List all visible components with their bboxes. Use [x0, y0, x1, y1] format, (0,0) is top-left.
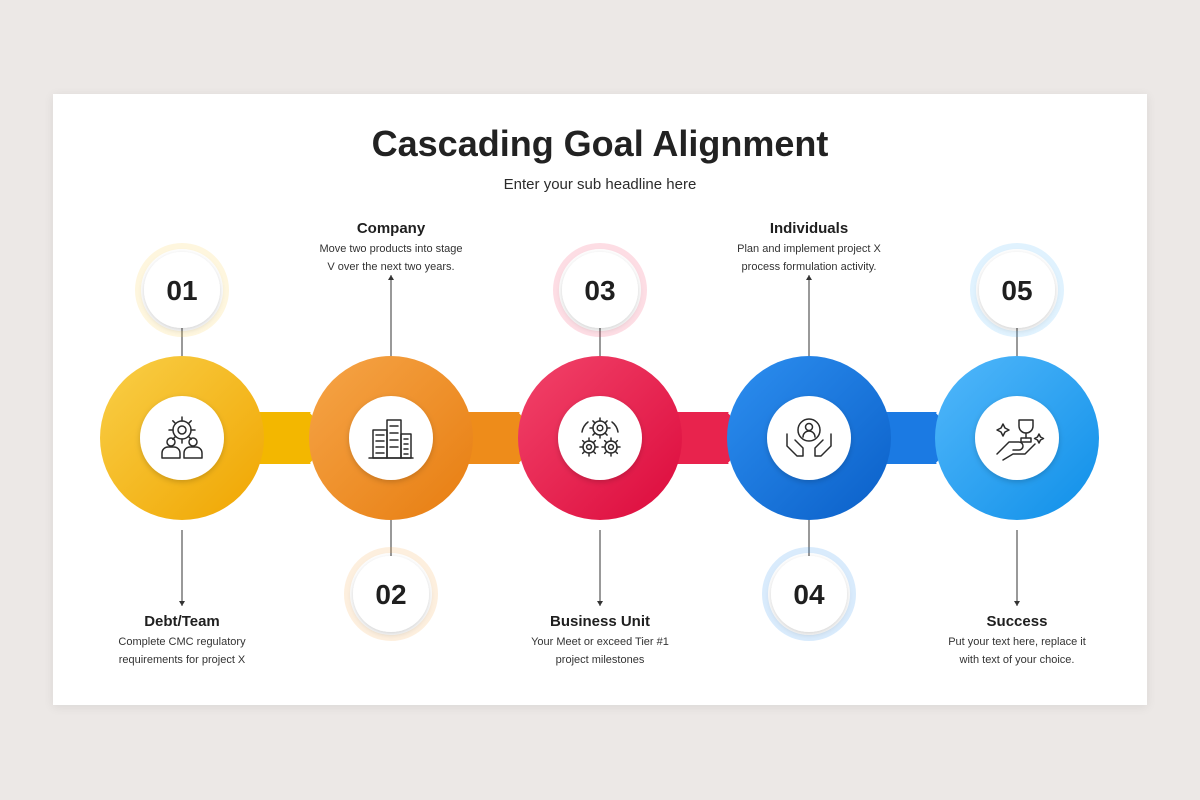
- cascade-diagram: Cascading Goal Alignment Enter your sub …: [100, 123, 1099, 666]
- step-description-line-1: Plan and implement project X: [737, 243, 881, 255]
- arrowhead-down: [179, 601, 185, 606]
- step-number: 03: [584, 275, 615, 306]
- icon-holder: [767, 396, 851, 480]
- step-label: Success: [987, 613, 1048, 630]
- icon-holder: [140, 396, 224, 480]
- arrowhead-down: [1014, 601, 1020, 606]
- step-description-line-2: with text of your choice.: [959, 654, 1075, 666]
- gears-icon: [579, 417, 621, 457]
- team-gear-icon: [161, 416, 203, 459]
- number-badge: [353, 556, 429, 632]
- arrowhead-down: [597, 601, 603, 606]
- step-description-line-2: requirements for project X: [119, 654, 246, 666]
- step-description-line-2: process formulation activity.: [742, 261, 877, 273]
- number-badge: [562, 252, 638, 328]
- step-description-line-1: Complete CMC regulatory: [118, 636, 246, 648]
- buildings-icon: [368, 419, 414, 459]
- step-number: 04: [793, 579, 825, 610]
- icon-holder: [975, 396, 1059, 480]
- number-glow-ring: [553, 243, 647, 337]
- arrowhead-up: [388, 275, 394, 280]
- number-badge: [144, 252, 220, 328]
- hands-person-icon: [786, 418, 832, 457]
- number-glow-ring: [344, 547, 438, 641]
- step-description-line-2: project milestones: [556, 654, 645, 666]
- trophy-hand-icon: [996, 419, 1045, 461]
- step-number: 02: [375, 579, 406, 610]
- number-glow-ring: [970, 243, 1064, 337]
- step-description-line-1: Move two products into stage: [319, 243, 462, 255]
- number-glow-ring: [762, 547, 856, 641]
- step-number: 05: [1001, 275, 1032, 306]
- page-title: Cascading Goal Alignment: [372, 123, 829, 164]
- step-description-line-1: Your Meet or exceed Tier #1: [531, 636, 669, 648]
- step-label: Company: [357, 220, 426, 237]
- step-label: Individuals: [770, 220, 848, 237]
- number-badge: [771, 556, 847, 632]
- slide: Cascading Goal Alignment Enter your sub …: [53, 94, 1147, 705]
- step-label: Debt/Team: [144, 613, 220, 630]
- step-description-line-1: Put your text here, replace it: [948, 636, 1086, 648]
- number-glow-ring: [135, 243, 229, 337]
- icon-holder: [349, 396, 433, 480]
- arrowhead-up: [806, 275, 812, 280]
- page-subtitle: Enter your sub headline here: [504, 176, 697, 193]
- step-description-line-2: V over the next two years.: [327, 261, 454, 273]
- step-label: Business Unit: [550, 613, 650, 630]
- number-badge: [979, 252, 1055, 328]
- step-number: 01: [166, 275, 197, 306]
